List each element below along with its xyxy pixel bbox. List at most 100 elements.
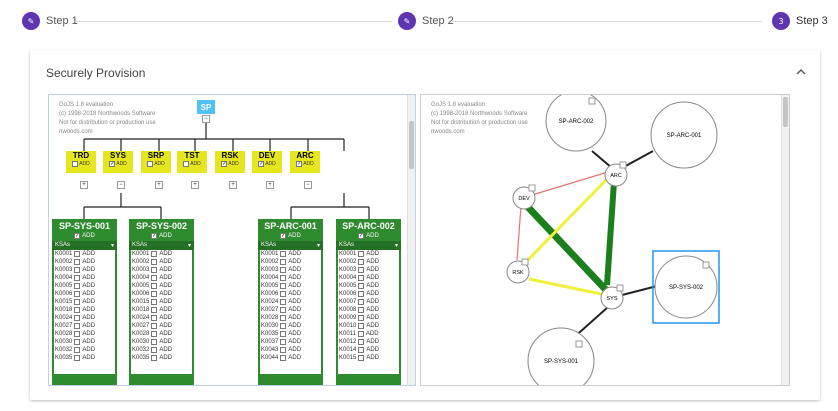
checkbox-checked[interactable]: ✓ <box>221 161 228 167</box>
checkbox[interactable] <box>280 283 287 289</box>
checkbox[interactable] <box>358 251 365 257</box>
checkbox[interactable] <box>74 323 81 329</box>
caret-down-icon[interactable]: ▾ <box>110 243 114 249</box>
expand-icon[interactable]: + <box>266 181 274 189</box>
checkbox[interactable] <box>358 275 365 281</box>
checkbox[interactable] <box>74 339 81 345</box>
checkbox[interactable] <box>74 275 81 281</box>
checkbox[interactable] <box>151 339 158 345</box>
checkbox[interactable] <box>74 291 81 297</box>
caret-down-icon[interactable]: ▾ <box>187 243 191 249</box>
expand-icon[interactable]: + <box>229 181 237 189</box>
checkbox[interactable] <box>151 299 158 305</box>
checkbox[interactable] <box>358 347 365 353</box>
group-node-srp[interactable]: SRP ADD <box>141 151 171 173</box>
checkbox[interactable] <box>280 355 287 361</box>
caret-down-icon[interactable]: ▾ <box>316 243 320 249</box>
checkbox[interactable] <box>358 267 365 273</box>
step-3[interactable]: 3 Step 3 <box>772 12 828 30</box>
expand-icon[interactable]: + <box>155 181 163 189</box>
node-rsk[interactable] <box>506 260 530 284</box>
checkbox[interactable] <box>74 259 81 265</box>
checkbox[interactable] <box>74 283 81 289</box>
checkbox[interactable] <box>358 355 365 361</box>
checkbox[interactable] <box>280 347 287 353</box>
checkbox[interactable] <box>74 307 81 313</box>
checkbox[interactable] <box>151 267 158 273</box>
checkbox[interactable] <box>151 315 158 321</box>
checkbox[interactable] <box>151 355 158 361</box>
checkbox[interactable] <box>151 291 158 297</box>
chevron-up-icon[interactable] <box>796 64 806 78</box>
checkbox[interactable] <box>151 331 158 337</box>
expand-icon[interactable] <box>619 161 627 169</box>
checkbox[interactable] <box>151 251 158 257</box>
checkbox[interactable] <box>280 339 287 345</box>
network-diagram[interactable]: GoJS 1.8 evaluation (c) 1998-2018 Northw… <box>420 94 790 386</box>
checkbox[interactable] <box>151 259 158 265</box>
tree-diagram[interactable]: GoJS 1.8 evaluation (c) 1998-2018 Northw… <box>48 94 416 386</box>
checkbox[interactable] <box>151 347 158 353</box>
checkbox[interactable] <box>280 275 287 281</box>
checkbox-checked[interactable]: ✓ <box>151 233 158 239</box>
checkbox[interactable] <box>280 259 287 265</box>
checkbox-checked[interactable]: ✓ <box>296 161 303 167</box>
checkbox-checked[interactable]: ✓ <box>358 233 365 239</box>
checkbox[interactable] <box>72 161 79 167</box>
checkbox[interactable] <box>183 161 190 167</box>
group-node-sys[interactable]: SYS ✓ADD <box>103 151 133 173</box>
node-sp-sys-002[interactable] <box>654 255 718 319</box>
checkbox-checked[interactable]: ✓ <box>74 233 81 239</box>
tree-root-node[interactable]: SP <box>197 100 215 114</box>
node-sys[interactable] <box>600 286 624 310</box>
checkbox[interactable] <box>358 323 365 329</box>
checkbox[interactable] <box>280 307 287 313</box>
node-dev[interactable] <box>512 186 536 210</box>
checkbox[interactable] <box>147 161 154 167</box>
checkbox-checked[interactable]: ✓ <box>280 233 287 239</box>
checkbox[interactable] <box>74 315 81 321</box>
expand-icon[interactable] <box>528 184 536 192</box>
checkbox[interactable] <box>280 299 287 305</box>
expand-icon[interactable]: + <box>80 181 88 189</box>
checkbox[interactable] <box>280 331 287 337</box>
vertical-scrollbar[interactable] <box>407 95 415 385</box>
node-sp-sys-001[interactable] <box>527 327 595 386</box>
